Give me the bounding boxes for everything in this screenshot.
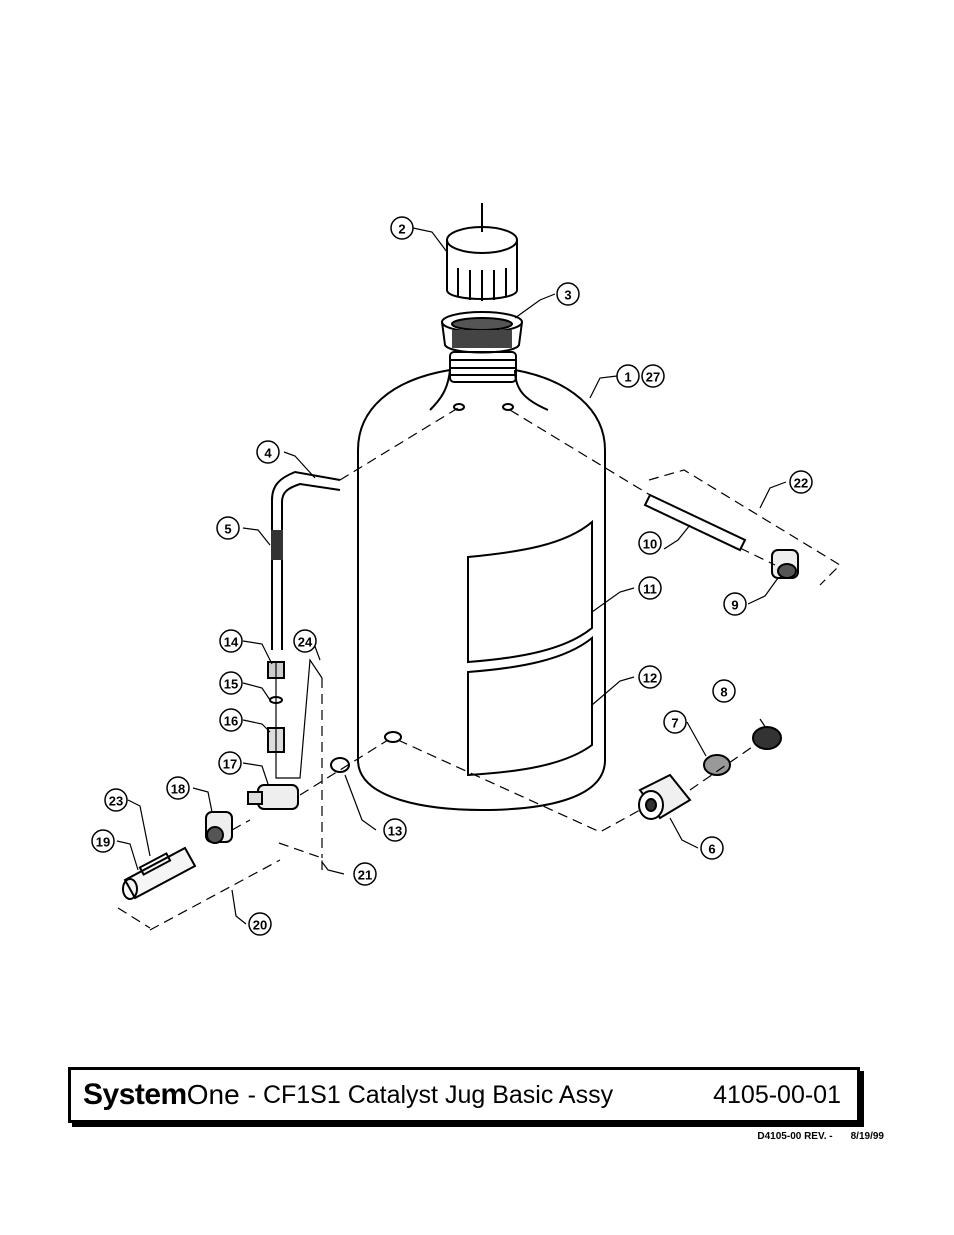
- callout-13-number: 13: [388, 824, 402, 839]
- callout-24-number: 24: [298, 635, 313, 650]
- drawing-title: - CF1S1 Catalyst Jug Basic Assy: [248, 1081, 613, 1110]
- part-number: 4105-00-01: [713, 1081, 841, 1110]
- callout-12-number: 12: [643, 671, 657, 686]
- callout-15-number: 15: [224, 677, 238, 692]
- callout-19-number: 19: [96, 835, 110, 850]
- callout-11-number: 11: [643, 582, 657, 597]
- callout-3-number: 3: [564, 288, 571, 303]
- callout-20-number: 20: [253, 918, 267, 933]
- callout-18-number: 18: [171, 782, 185, 797]
- callout-8-number: 8: [720, 685, 727, 700]
- callout-9-number: 9: [731, 598, 738, 613]
- callout-7-number: 7: [671, 716, 678, 731]
- callout-14-number: 14: [224, 635, 239, 650]
- callout-6-number: 6: [708, 842, 715, 857]
- revision-line: D4105-00 REV. - 8/19/99: [757, 1131, 884, 1142]
- callout-2-number: 2: [398, 222, 405, 237]
- oring-13: [331, 758, 349, 772]
- tube-19: [125, 848, 195, 898]
- callout-21-number: 21: [358, 868, 372, 883]
- drawing-date: 8/19/99: [851, 1131, 884, 1142]
- callout-10-number: 10: [643, 537, 657, 552]
- brand-light: One: [187, 1079, 240, 1111]
- jug-body: [358, 370, 605, 810]
- label-12: [468, 638, 592, 775]
- exploded-assembly-diagram: 2 3 1 27 4 5 22 10 11 9 14 24 15 12 8 16…: [0, 0, 954, 1010]
- callout-4-number: 4: [264, 446, 272, 461]
- valve-17: [258, 785, 298, 809]
- label-11: [468, 522, 592, 662]
- callout-23-number: 23: [109, 794, 123, 809]
- callout-5-number: 5: [224, 522, 231, 537]
- callout-1-number: 1: [624, 370, 631, 385]
- callout-16-number: 16: [224, 714, 238, 729]
- callout-22-number: 22: [794, 476, 808, 491]
- screen-8: [753, 727, 781, 749]
- title-block: System One - CF1S1 Catalyst Jug Basic As…: [68, 1067, 860, 1123]
- drawing-revision: D4105-00 REV. -: [757, 1131, 832, 1142]
- callout-27-number: 27: [646, 370, 660, 385]
- callout-17-number: 17: [223, 757, 237, 772]
- brand-bold: System: [83, 1078, 187, 1112]
